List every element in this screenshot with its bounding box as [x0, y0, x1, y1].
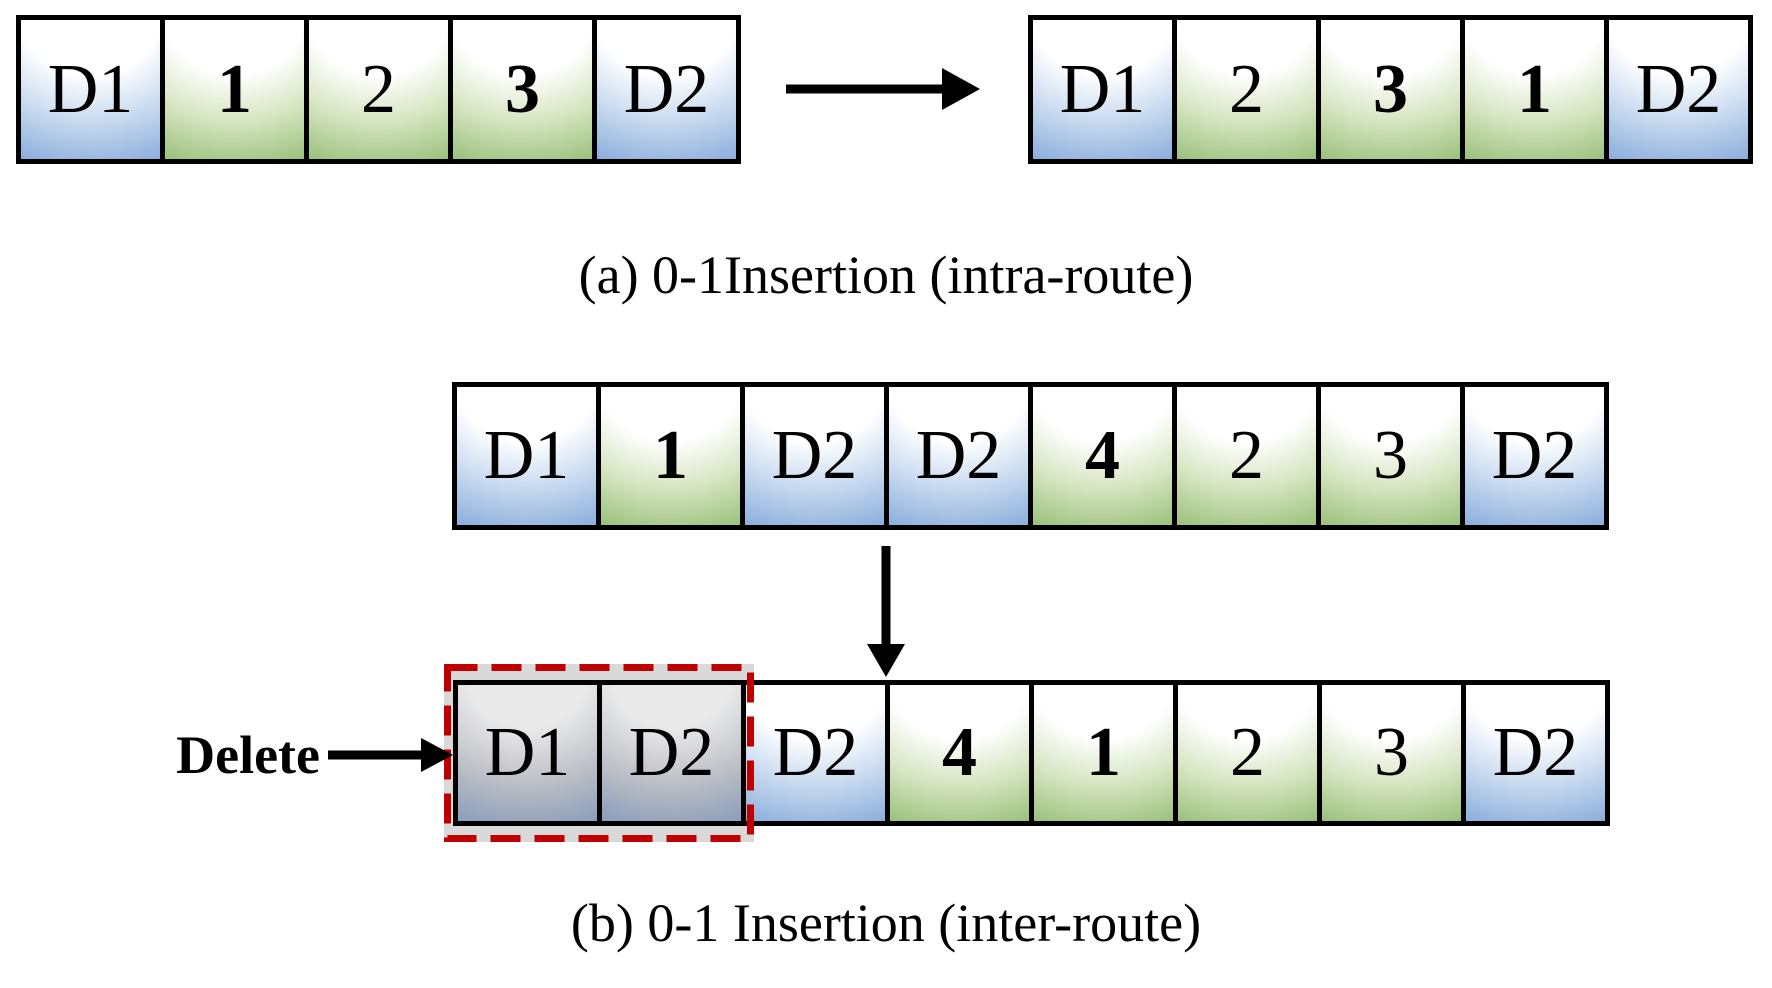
cell-d2: D2 [740, 382, 889, 530]
cell-d1: D1 [16, 15, 165, 164]
cell-d2-deleted: D2 [597, 680, 746, 826]
down-arrow-icon [867, 546, 905, 677]
cell-d1: D1 [1028, 15, 1177, 164]
cell-2: 2 [1172, 15, 1321, 164]
cell-2: 2 [1172, 382, 1321, 530]
cell-1: 1 [596, 382, 745, 530]
cell-3: 3 [1316, 15, 1465, 164]
cell-3: 3 [1316, 382, 1465, 530]
cell-1: 1 [160, 15, 309, 164]
cell-d1: D1 [452, 382, 601, 530]
cell-d2: D2 [884, 382, 1033, 530]
cell-4: 4 [885, 680, 1034, 826]
cell-d2: D2 [1461, 680, 1610, 826]
cell-2: 2 [1173, 680, 1322, 826]
delete-arrow-icon [328, 738, 453, 772]
caption-a: (a) 0-1Insertion (intra-route) [578, 245, 1194, 305]
cell-3: 3 [1317, 680, 1466, 826]
cell-4: 4 [1028, 382, 1177, 530]
delete-region-border [444, 664, 754, 842]
delete-label: Delete [176, 725, 320, 785]
right-arrow-icon [786, 68, 980, 110]
cell-1: 1 [1460, 15, 1609, 164]
cell-d1-deleted: D1 [453, 680, 602, 826]
cell-d2: D2 [1460, 382, 1609, 530]
cell-d2: D2 [1604, 15, 1753, 164]
cell-d2: D2 [741, 680, 890, 826]
cell-2: 2 [304, 15, 453, 164]
cell-d2: D2 [592, 15, 741, 164]
caption-b: (b) 0-1 Insertion (inter-route) [570, 893, 1202, 953]
cell-1: 1 [1029, 680, 1178, 826]
cell-3: 3 [448, 15, 597, 164]
